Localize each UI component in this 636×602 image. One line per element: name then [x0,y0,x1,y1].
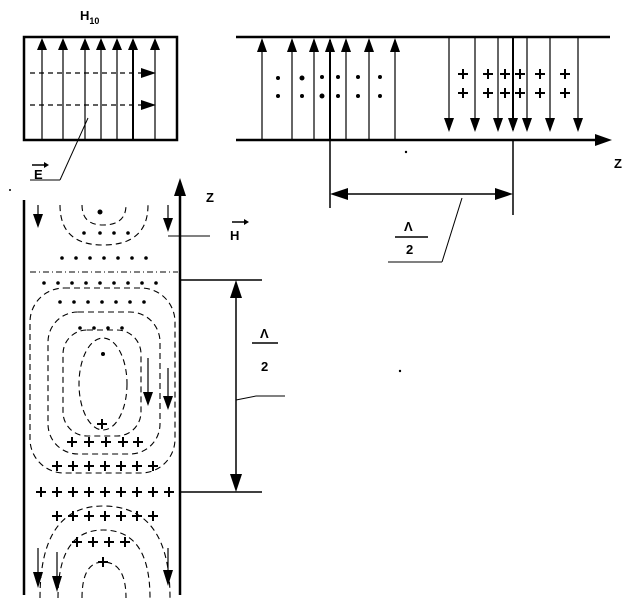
lambda-top-label: Λ [404,219,413,234]
h-field-lines [30,72,145,106]
h-field-arrowheads [141,68,156,110]
half-wavelength-top-dim [329,140,514,215]
h-vector-label: H [230,228,239,243]
z-axis-arrowhead [595,134,612,146]
up-field-lines [261,40,396,140]
plus-signs-top [458,69,570,98]
down-field-lines [448,37,579,130]
dots-top [276,75,382,99]
z-axis-side-arrowhead [174,178,186,196]
e-vector-label: E [34,167,43,182]
lambda-side-denominator: 2 [261,359,268,374]
h-loops [29,204,176,599]
e-field-arrowheads [37,38,160,50]
dots-side [42,209,402,373]
z-axis-label-right: Z [614,156,622,171]
lambda-top-denominator: 2 [406,242,413,257]
z-axis-label-left: Z [206,190,214,205]
mode-label: H10 [80,8,99,26]
e-leader-line [59,117,89,181]
side-section [22,178,402,599]
cross-section [22,35,179,181]
plus-signs-side [36,419,174,567]
lambda-side-label: Λ [260,326,269,341]
e-field-lines [41,40,156,140]
longitudinal-section [236,35,612,263]
